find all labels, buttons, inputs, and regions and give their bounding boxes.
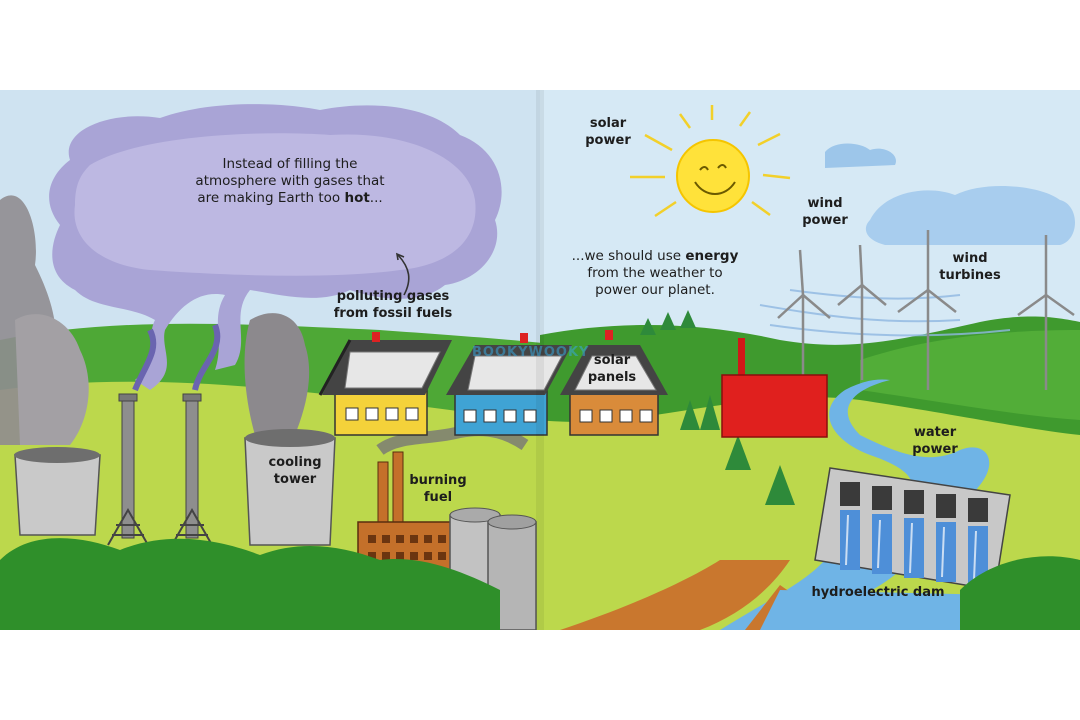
label-wind-turbines: wind turbines: [939, 251, 1001, 283]
smoke-plume-tower: [244, 313, 310, 435]
label-wind-power: wind power: [802, 196, 848, 228]
dam-outflow: [760, 590, 1000, 630]
label-burning-fuel: burning fuel: [409, 473, 467, 505]
cloud-arrow: [397, 254, 410, 296]
pine-trees: [640, 310, 795, 505]
label-solar-power: solar power: [585, 116, 631, 148]
left-bushes: [0, 538, 500, 630]
red-power-building: [721, 338, 828, 438]
cooling-tower-left-top: [14, 447, 100, 463]
right-bushes: [960, 556, 1080, 630]
cloud-text: Instead of filling the atmosphere with g…: [195, 156, 385, 206]
blue-cloud: [865, 185, 1075, 245]
cloud-arrow-head: [395, 252, 405, 261]
gas-stream-2: [192, 323, 221, 391]
label-water-power: water power: [912, 425, 958, 457]
weather-text: ...we should use energy from the weather…: [571, 248, 739, 298]
small-blue-cloud: [825, 143, 896, 168]
cloud-inner: [74, 133, 476, 276]
cooling-tower-left: [14, 454, 101, 536]
smoke-plume-left-2: [15, 314, 89, 445]
orange-house: [560, 330, 668, 436]
label-cooling-tower: cooling tower: [268, 455, 322, 487]
yellow-house: [318, 332, 452, 436]
gas-stream-1: [132, 328, 157, 392]
label-solar-panels: solar panels: [587, 353, 637, 385]
energy-scene: [0, 90, 1080, 630]
wind-turbine-4: [1017, 235, 1075, 390]
book-gutter: [536, 90, 544, 630]
chimney-stack-1: [107, 393, 149, 546]
weather-text-emphasis: energy: [685, 248, 739, 264]
sun: [630, 105, 791, 218]
chimney-stack-2: [171, 393, 213, 546]
wind-lines: [759, 289, 1011, 337]
hydroelectric-dam: [814, 467, 1011, 591]
book-spread-illustration: Instead of filling the atmosphere with g…: [0, 90, 1080, 630]
wind-turbine-2: [837, 244, 887, 380]
dirt-path: [560, 560, 790, 630]
right-hill: [860, 330, 1080, 420]
cloud-text-emphasis: hot: [344, 190, 370, 206]
watermark: BOOKYWOOKY: [472, 345, 590, 360]
wind-turbine-3: [897, 230, 957, 390]
cooling-tower-top: [245, 429, 335, 447]
label-polluting-gases: polluting gases from fossil fuels: [333, 289, 453, 321]
blue-house: [446, 333, 572, 436]
label-hydroelectric-dam: hydroelectric dam: [811, 585, 945, 600]
